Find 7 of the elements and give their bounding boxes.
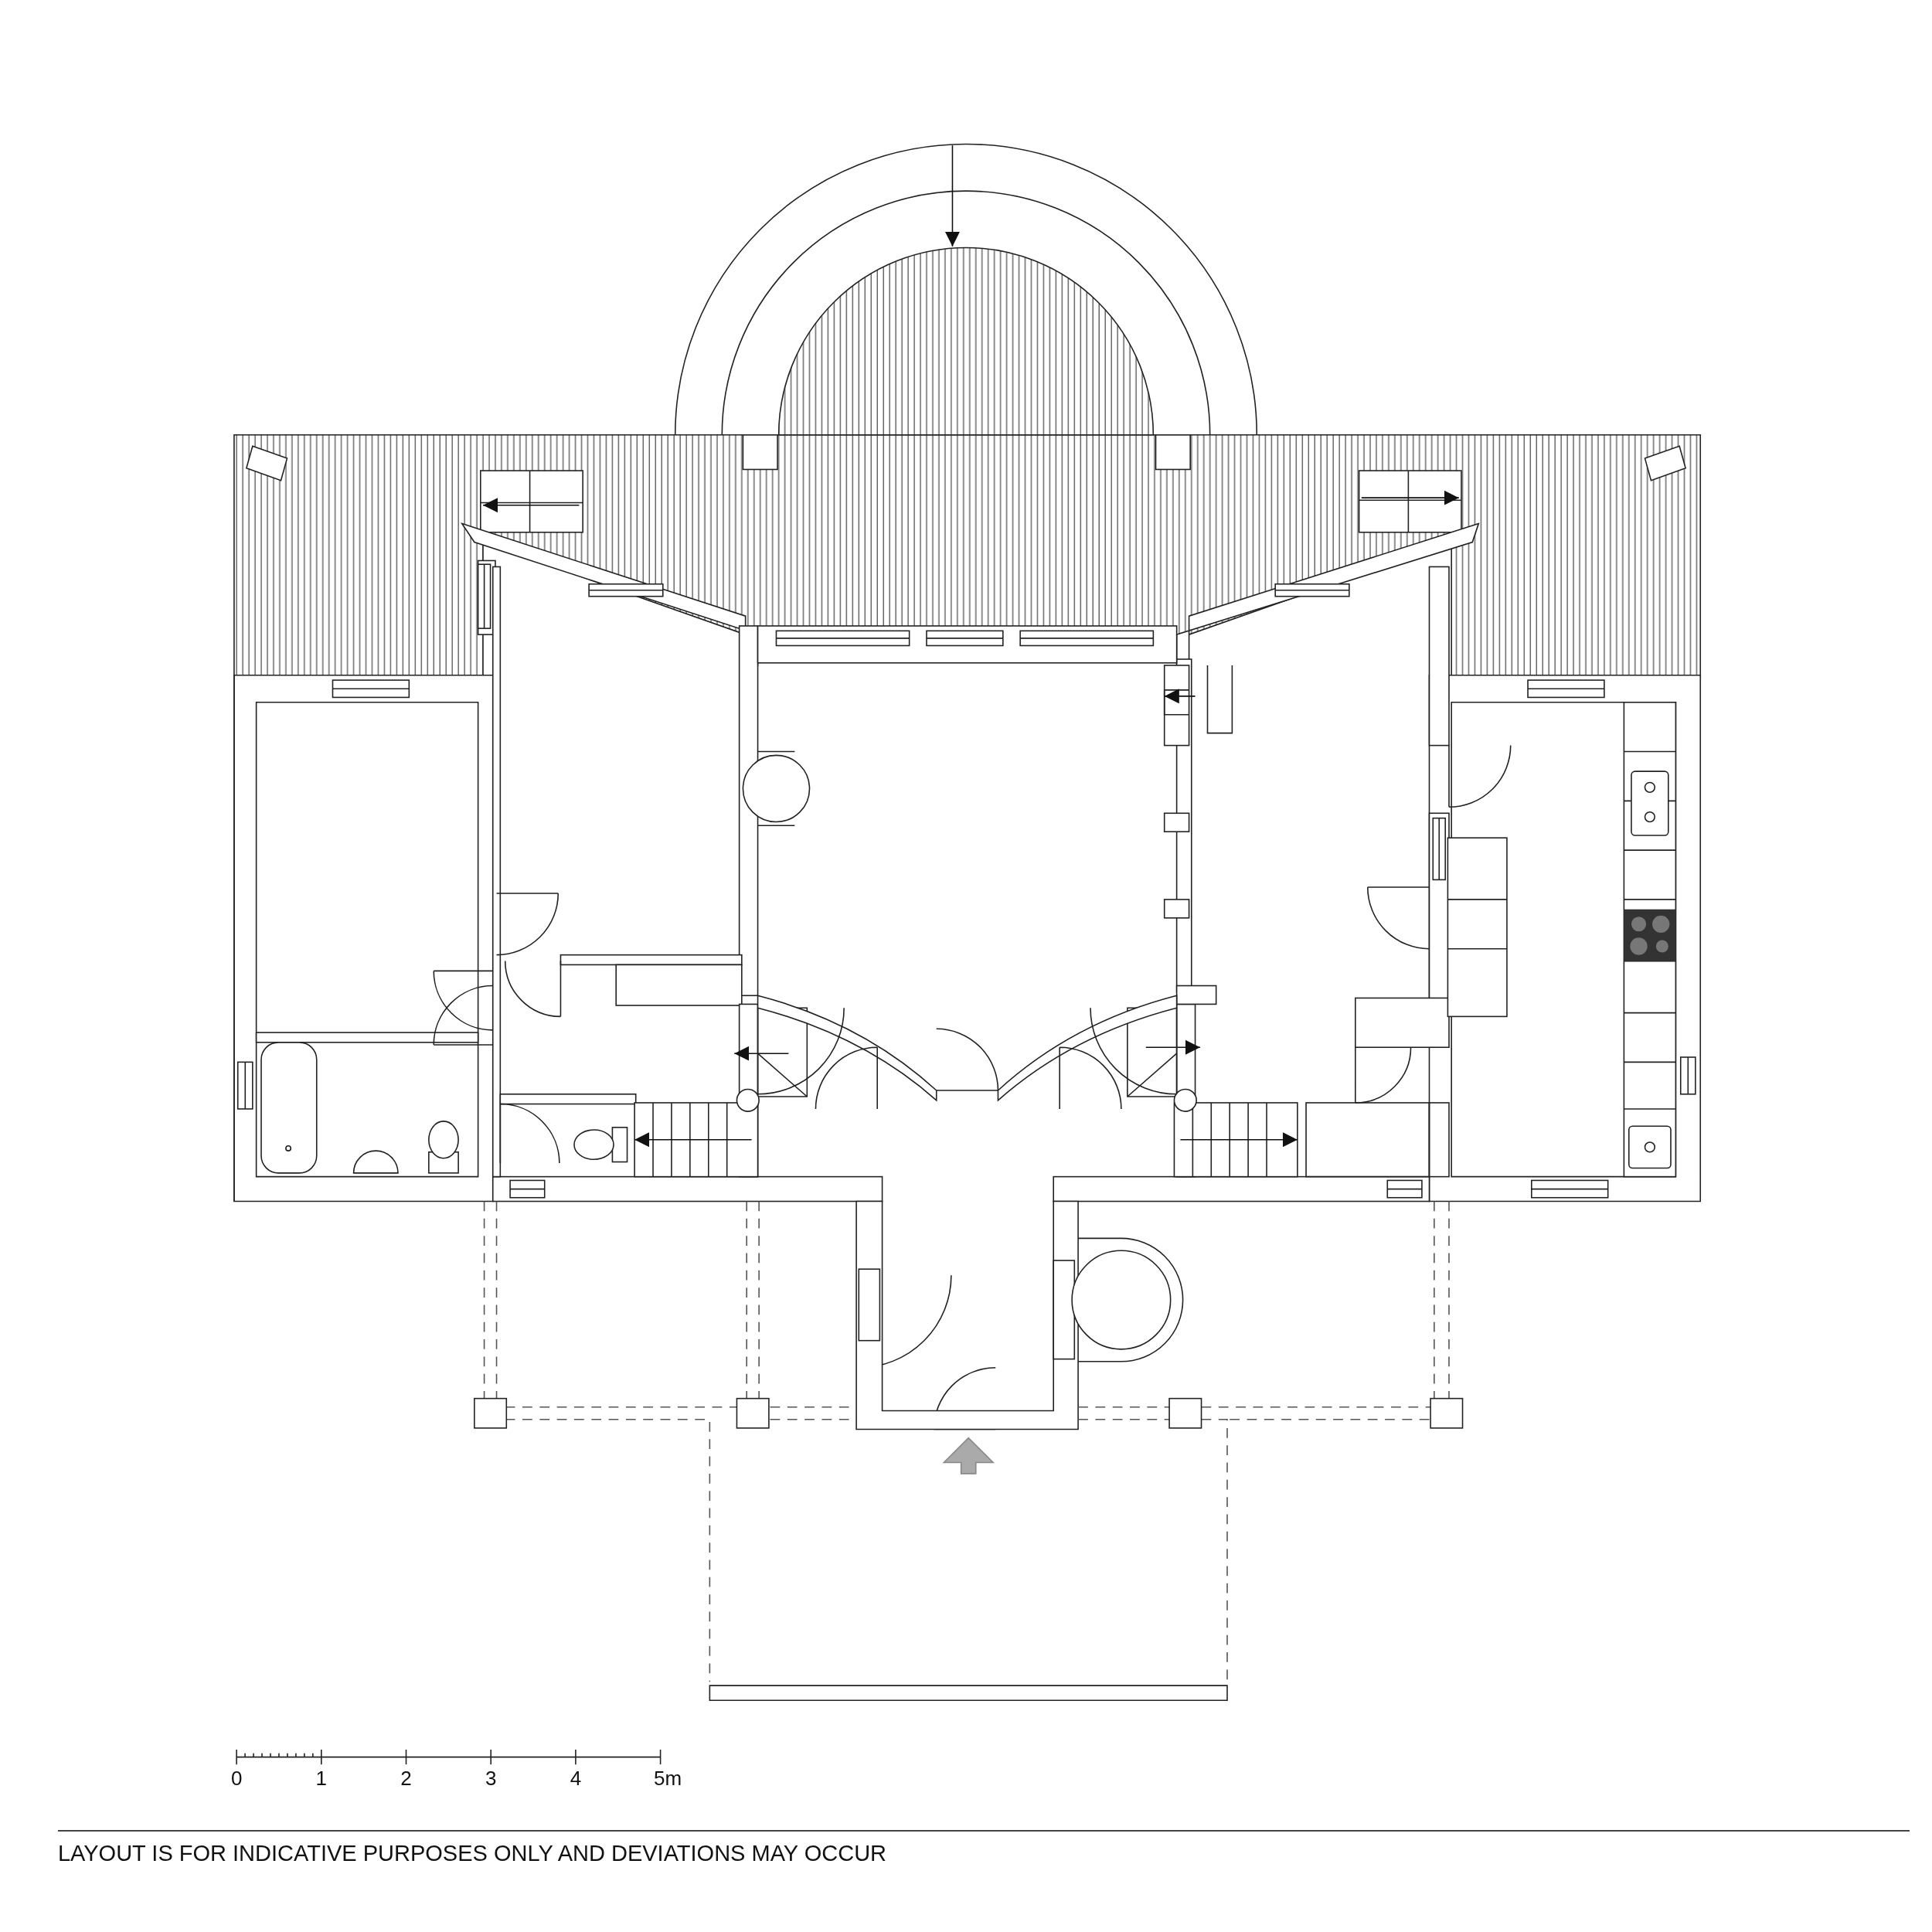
scale-label: 3 xyxy=(485,1767,497,1791)
scale-label: 1 xyxy=(315,1767,328,1791)
scale-label: 2 xyxy=(400,1767,412,1791)
scale-label: 0 xyxy=(230,1767,243,1791)
scale-label: 4 xyxy=(570,1767,582,1791)
disclaimer-note: LAYOUT IS FOR INDICATIVE PURPOSES ONLY AND DEVIATIONS MAY OCCUR xyxy=(57,1841,887,1866)
scale-label: 5m xyxy=(654,1767,682,1791)
